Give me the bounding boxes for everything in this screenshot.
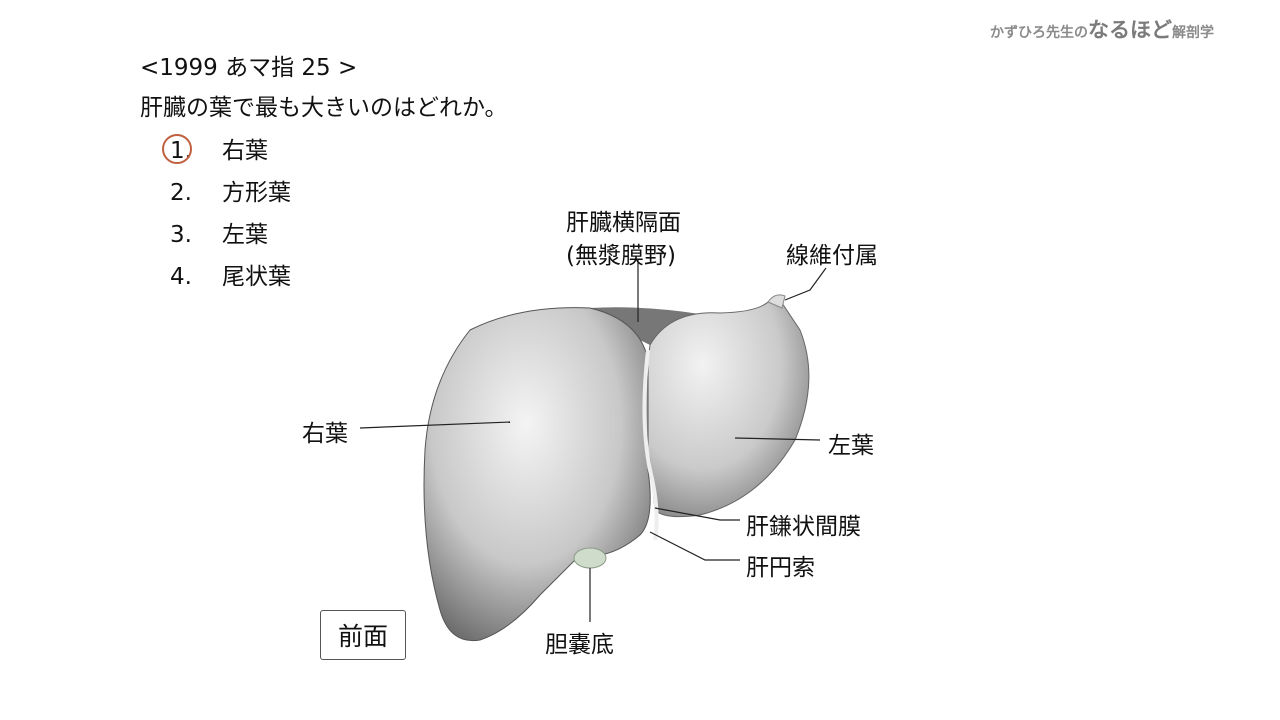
question-text: 肝臓の葉で最も大きいのはどれか。 [140, 95, 508, 121]
view-label-box: 前面 [320, 610, 406, 660]
label-gallbladder-fundus: 胆嚢底 [545, 632, 614, 658]
right-lobe-shape [423, 307, 651, 642]
choice-2: 2. 方形葉 [170, 172, 291, 214]
brand-prefix: かずひろ先生の [990, 25, 1088, 41]
label-bare-area: 肝臓横隔面 [566, 210, 681, 236]
falciform-ligament-shape [642, 349, 659, 541]
choice-number: 2. [170, 180, 192, 206]
left-lobe-shape [644, 299, 810, 518]
choice-4: 4. 尾状葉 [170, 256, 291, 298]
choice-3: 3. 左葉 [170, 214, 291, 256]
choice-number: 3. [170, 222, 192, 248]
label-fibrous-appendix: 線維付属 [786, 243, 878, 269]
bare-area [590, 307, 700, 345]
label-falciform-ligament: 肝鎌状間膜 [746, 514, 861, 540]
gallbladder-shape [573, 547, 607, 569]
choice-label: 方形葉 [222, 180, 291, 206]
correct-answer-circle-icon [162, 134, 192, 164]
answer-choices: 1. 右葉 2. 方形葉 3. 左葉 4. 尾状葉 [162, 130, 291, 298]
choice-label: 尾状葉 [222, 264, 291, 290]
choice-1: 1. 右葉 [162, 130, 291, 172]
question-reference: <1999 あマ指 25 > [140, 55, 358, 81]
brand-logo: かずひろ先生のなるほど解剖学 [990, 14, 1214, 44]
label-round-ligament: 肝円索 [746, 555, 815, 581]
view-label: 前面 [337, 622, 388, 651]
brand-suffix: 解剖学 [1172, 25, 1214, 41]
choice-number: 4. [170, 264, 192, 290]
fibrous-appendix-shape [767, 294, 786, 309]
choice-label: 右葉 [222, 138, 268, 164]
label-left-lobe: 左葉 [828, 433, 874, 459]
choice-label: 左葉 [222, 222, 268, 248]
label-bare-area-sub: (無漿膜野) [566, 243, 676, 269]
label-right-lobe: 右葉 [302, 421, 348, 447]
brand-highlight: なるほど [1088, 18, 1172, 42]
